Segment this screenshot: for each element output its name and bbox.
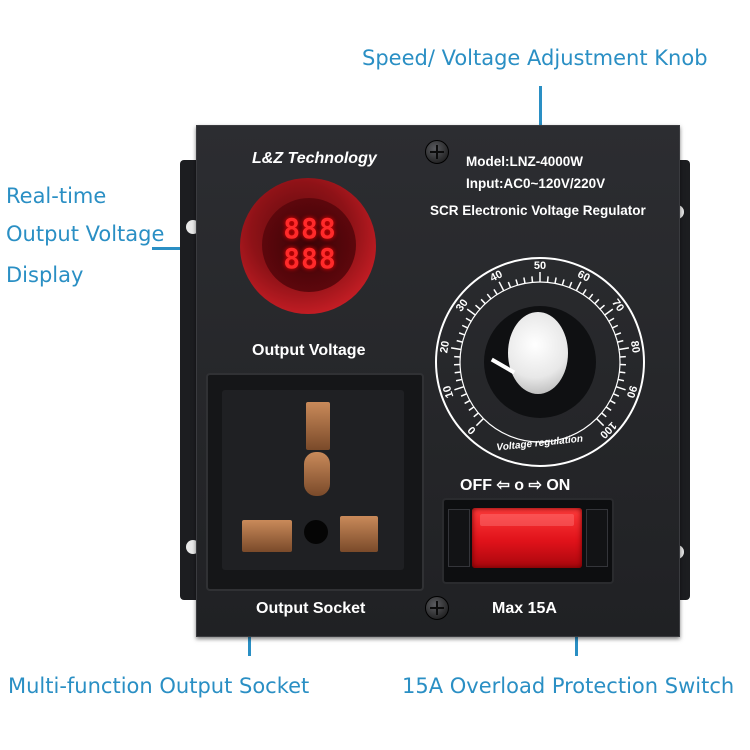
dial-tick [613,393,620,397]
dial-tick [515,279,519,286]
dial-tick [561,279,565,286]
dial-tick [468,406,475,411]
display-callout-line1: Real-time [6,184,107,208]
switch-direction-label: OFF ⇦ o ⇨ ON [460,477,571,494]
knob-callout: Speed/ Voltage Adjustment Knob [362,46,708,70]
socket-center-hole [304,520,328,544]
dial-label: 30 [454,297,471,314]
dial-tick [575,281,582,292]
model-label: Model:LNZ-4000W [466,154,584,169]
socket-callout: Multi-function Output Socket [8,674,310,698]
max-current-label: Max 15A [492,600,557,617]
regulator-label: SCR Electronic Voltage Regulator [430,203,646,218]
dial-tick [498,281,505,292]
voltmeter-digits: 888 [283,212,337,245]
dial-tick [618,347,630,351]
dial-tick [608,317,615,322]
voltmeter-lens [262,198,356,292]
socket-earth-pin [306,402,330,450]
switch-right-tab [586,509,608,567]
dial-tick [599,304,606,310]
dial-tick [455,378,463,382]
dial-tick [464,399,471,405]
output-voltage-label: Output Voltage [252,342,366,359]
dial-tick [493,288,498,295]
dial-tick [473,412,479,418]
dial-tick [615,332,622,336]
screw-top-icon [425,140,449,164]
dial-label: 80 [628,340,642,354]
dial-tick [619,371,626,374]
dial-tick [486,293,492,300]
dial-label: 50 [534,260,546,272]
switch-callout: 15A Overload Protection Switch [402,674,735,698]
dial-tick [450,347,462,351]
dial-label: 10 [441,384,456,399]
dial-tick [546,276,549,283]
dial-tick [531,276,534,283]
dial-tick [617,378,625,382]
dial-tick [588,293,594,300]
dial-tick [604,308,614,316]
dial-tick [617,339,624,343]
dial-tick [615,386,626,391]
adjustment-knob[interactable] [508,312,568,394]
dial-tick [582,288,587,295]
socket-earth-pin-lower [304,452,330,496]
display-callout-line2: Output Voltage [6,222,165,246]
dial-tick [612,324,619,329]
dial-tick [460,393,467,397]
dial-tick [594,298,600,305]
rocker-switch[interactable] [472,508,582,568]
dial-tick [458,332,465,336]
socket-neutral-pin [242,520,292,552]
dial-tick [596,418,605,427]
input-label: Input:AC0~120V/220V [466,176,606,191]
dial-tick [454,371,461,374]
dial-tick [456,339,463,343]
dial-caption: Voltage regulation [496,434,584,454]
socket-live-pin [340,516,378,552]
dial-tick [568,281,573,288]
switch-left-tab [448,509,470,567]
display-callout-line3: Display [6,263,84,287]
dial-tick [605,406,612,411]
dial-tick [474,304,481,310]
dial-label: 90 [624,384,639,399]
dial-label: 20 [438,340,452,354]
dial-tick [609,399,616,405]
brand-label: L&Z Technology [252,150,377,167]
dial-tick [475,418,484,427]
dial-tick [507,281,512,288]
dial-label: 60 [575,268,591,284]
dial-tick [454,386,465,391]
dial-tick [601,412,607,418]
dial-tick [465,317,472,322]
dial-tick [554,277,557,284]
dial-tick [466,308,476,316]
dial-tick [461,324,468,329]
dial-tick [523,277,526,284]
dial-label: 40 [488,268,504,284]
output-socket-label: Output Socket [256,600,366,617]
screw-bottom-icon [425,596,449,620]
voltmeter-digits-row2: 888 [283,242,337,275]
dial-tick [480,298,486,305]
dial-label: 70 [609,297,626,314]
